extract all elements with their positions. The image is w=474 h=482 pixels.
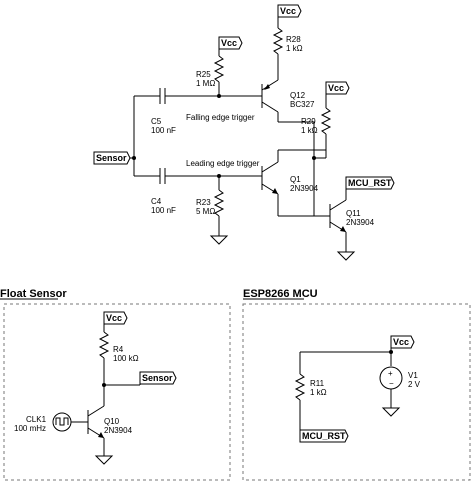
ground-symbol-r23: [209, 235, 229, 245]
float-sensor-frame: [3, 303, 231, 481]
mcu-rst-tag-bottom: MCU_RST: [299, 429, 349, 443]
falling-edge-note: Falling edge trigger: [186, 113, 255, 122]
c4-ref: C4: [151, 197, 162, 206]
r23-value: 5 MΩ: [196, 207, 215, 216]
c5-ref: C5: [151, 117, 162, 126]
svg-text:Vcc: Vcc: [393, 337, 409, 347]
resistor-r4: R4 100 kΩ: [98, 331, 139, 400]
svg-text:Vcc: Vcc: [280, 6, 296, 16]
r29-ref: R29: [301, 117, 316, 126]
v1-value: 2 V: [408, 380, 421, 389]
r29-value: 1 kΩ: [301, 126, 318, 135]
c5-value: 100 nF: [151, 126, 176, 135]
transistor-q1: Q1 2N3904: [261, 150, 319, 216]
ground-symbol-q10: [94, 455, 114, 465]
svg-text:Vcc: Vcc: [221, 38, 237, 48]
resistor-r25: R25 1 MΩ: [196, 55, 225, 96]
v1-ref: V1: [408, 371, 418, 380]
vcc-tag-r28: Vcc: [277, 4, 302, 22]
q10-value: 2N3904: [104, 426, 133, 435]
clk1-ref: CLK1: [26, 415, 47, 424]
ground-symbol-q11: [336, 251, 356, 261]
q1-value: 2N3904: [290, 184, 319, 193]
clk1-value: 100 mHz: [14, 424, 46, 433]
mcu-frame: [242, 303, 471, 481]
section-title-mcu: ESP8266 MCU: [243, 288, 318, 300]
r4-value: 100 kΩ: [113, 354, 139, 363]
transistor-q10: Q10 2N3904: [87, 400, 133, 456]
r11-value: 1 kΩ: [310, 388, 327, 397]
vcc-tag-r25: Vcc: [218, 36, 243, 56]
q11-value: 2N3904: [346, 218, 375, 227]
svg-text:Vcc: Vcc: [328, 83, 344, 93]
svg-text:MCU_RST: MCU_RST: [302, 431, 346, 441]
v1-plus-icon: +: [388, 369, 393, 378]
voltage-source-v1: + − V1 2 V: [379, 366, 421, 408]
vcc-tag-r4: Vcc: [103, 311, 128, 332]
mcu-rst-tag-top: MCU_RST: [345, 176, 395, 200]
q12-value: BC327: [290, 100, 315, 109]
resistor-r29: R29 1 kΩ: [301, 107, 332, 138]
vcc-tag-r29: Vcc: [325, 81, 350, 108]
q12-ref: Q12: [290, 91, 306, 100]
ground-symbol-v1: [381, 407, 401, 417]
r11-ref: R11: [310, 379, 325, 388]
resistor-r23: R23 5 MΩ: [196, 176, 225, 236]
q11-ref: Q11: [346, 209, 361, 218]
capacitor-c5: C5 100 nF: [134, 88, 262, 135]
sensor-tag-float: Sensor: [104, 371, 177, 386]
r4-ref: R4: [113, 345, 124, 354]
r28-value: 1 kΩ: [286, 44, 303, 53]
r23-ref: R23: [196, 198, 211, 207]
r25-ref: R25: [196, 70, 211, 79]
resistor-r11: R11 1 kΩ: [294, 352, 327, 436]
leading-edge-note: Leading edge trigger: [186, 159, 260, 168]
svg-text:Sensor: Sensor: [96, 153, 127, 163]
q10-ref: Q10: [104, 417, 120, 426]
svg-text:Vcc: Vcc: [106, 313, 122, 323]
capacitor-c4: C4 100 nF: [134, 168, 262, 215]
resistor-r28: R28 1 kΩ: [272, 22, 303, 76]
clock-source-clk1: CLK1 100 mHz: [14, 412, 88, 433]
c4-value: 100 nF: [151, 206, 176, 215]
transistor-q12: Q12 BC327: [261, 76, 315, 122]
v1-minus-icon: −: [389, 379, 394, 388]
svg-text:MCU_RST: MCU_RST: [348, 178, 392, 188]
r28-ref: R28: [286, 35, 301, 44]
section-title-float-sensor: Float Sensor: [0, 288, 67, 300]
sensor-tag-left: Sensor: [93, 96, 135, 176]
r25-value: 1 MΩ: [196, 79, 215, 88]
transistor-q11: Q11 2N3904: [329, 199, 375, 252]
svg-text:Sensor: Sensor: [142, 373, 173, 383]
vcc-tag-mcu: Vcc: [390, 335, 415, 352]
q1-ref: Q1: [290, 175, 301, 184]
